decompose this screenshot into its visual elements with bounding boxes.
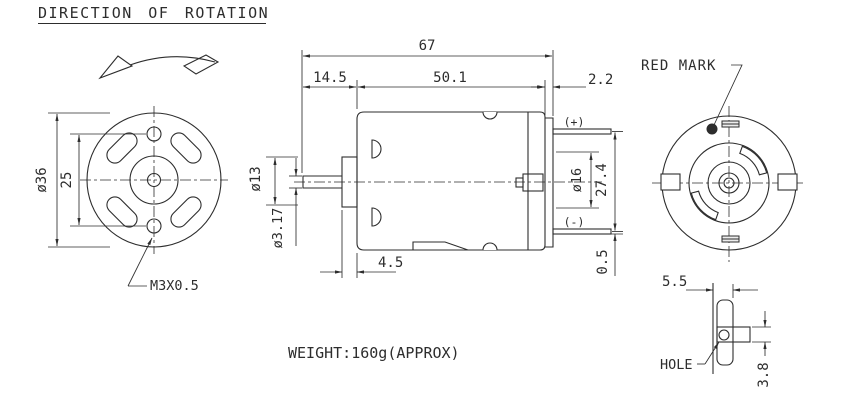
hole-label: HOLE <box>660 357 693 373</box>
terminal-detail-view: 5.5 3.8 HOLE <box>660 274 772 388</box>
shaft-hole <box>146 172 162 188</box>
rear-bearing-inner <box>723 177 735 189</box>
dim-body-length: 50.1 <box>433 70 467 86</box>
rear-bearing-outer <box>718 172 740 194</box>
dim-front-section: 14.5 <box>313 70 347 86</box>
terminal-negative-tab <box>552 228 612 235</box>
rear-endcap <box>545 117 554 248</box>
dim-terminal-offset: 0.5 <box>595 249 611 274</box>
vent-slots <box>106 132 202 228</box>
dim-boss-diameter: ø13 <box>248 166 264 191</box>
dim-outer-diameter: ø36 <box>34 167 50 192</box>
shaft <box>302 175 342 189</box>
dim-terminal-width: 5.5 <box>662 274 687 290</box>
side-view: 67 14.5 50.1 2.2 ø13 ø3.17 4.5 (+) (-) ø… <box>248 38 623 278</box>
dim-endcap-diameter: ø16 <box>569 168 585 192</box>
dim-mount-hole-spacing: 25 <box>59 172 75 189</box>
side-tab-right <box>777 173 798 191</box>
dim-shaft-diameter: ø3.17 <box>270 208 286 249</box>
top-notch <box>482 111 498 120</box>
vent-cutout-bottom <box>371 207 382 227</box>
negative-terminal-label: (-) <box>564 215 585 229</box>
rear-view: RED MARK <box>641 58 806 262</box>
weight-note: WEIGHT:160g(APPROX) <box>288 344 460 362</box>
bearing-boss-circle <box>129 155 179 205</box>
vent-cutout-top <box>371 139 382 159</box>
page-title: DIRECTION OF ROTATION <box>38 4 269 22</box>
thread-spec-label: M3X0.5 <box>150 278 199 294</box>
red-mark-label: RED MARK <box>641 58 716 74</box>
red-mark-dot <box>706 123 718 135</box>
terminal-hole <box>718 329 730 341</box>
dim-terminal-thickness: 3.8 <box>756 362 772 387</box>
drawing-title: DIRECTION OF ROTATION <box>38 4 269 25</box>
motor-body <box>356 111 546 251</box>
positive-terminal-label: (+) <box>564 115 585 129</box>
terminal-strip <box>716 326 751 343</box>
endcap-ring <box>688 142 770 224</box>
motor-face-outline <box>86 112 222 248</box>
dim-boss-depth: 4.5 <box>378 255 403 271</box>
dim-overall-length: 67 <box>419 38 436 54</box>
front-view: ø36 25 M3X0.5 <box>34 106 228 294</box>
endcap-inner-ring <box>707 161 751 205</box>
rotation-arrow-icon <box>98 54 220 80</box>
dim-rear-section: 2.2 <box>588 72 613 88</box>
side-tab-left <box>660 173 681 191</box>
brush-slot-lower <box>690 190 719 221</box>
mount-hole-bottom <box>146 218 162 234</box>
red-mark-leader <box>713 64 743 126</box>
terminal-positive-tab <box>552 128 612 135</box>
mount-hole-top <box>146 126 162 142</box>
bottom-tab <box>412 241 469 251</box>
bottom-notch <box>482 242 498 251</box>
brush-slot-upper <box>739 145 768 176</box>
dim-terminal-spacing: 27.4 <box>594 163 610 197</box>
rear-bearing-hub <box>522 173 544 192</box>
